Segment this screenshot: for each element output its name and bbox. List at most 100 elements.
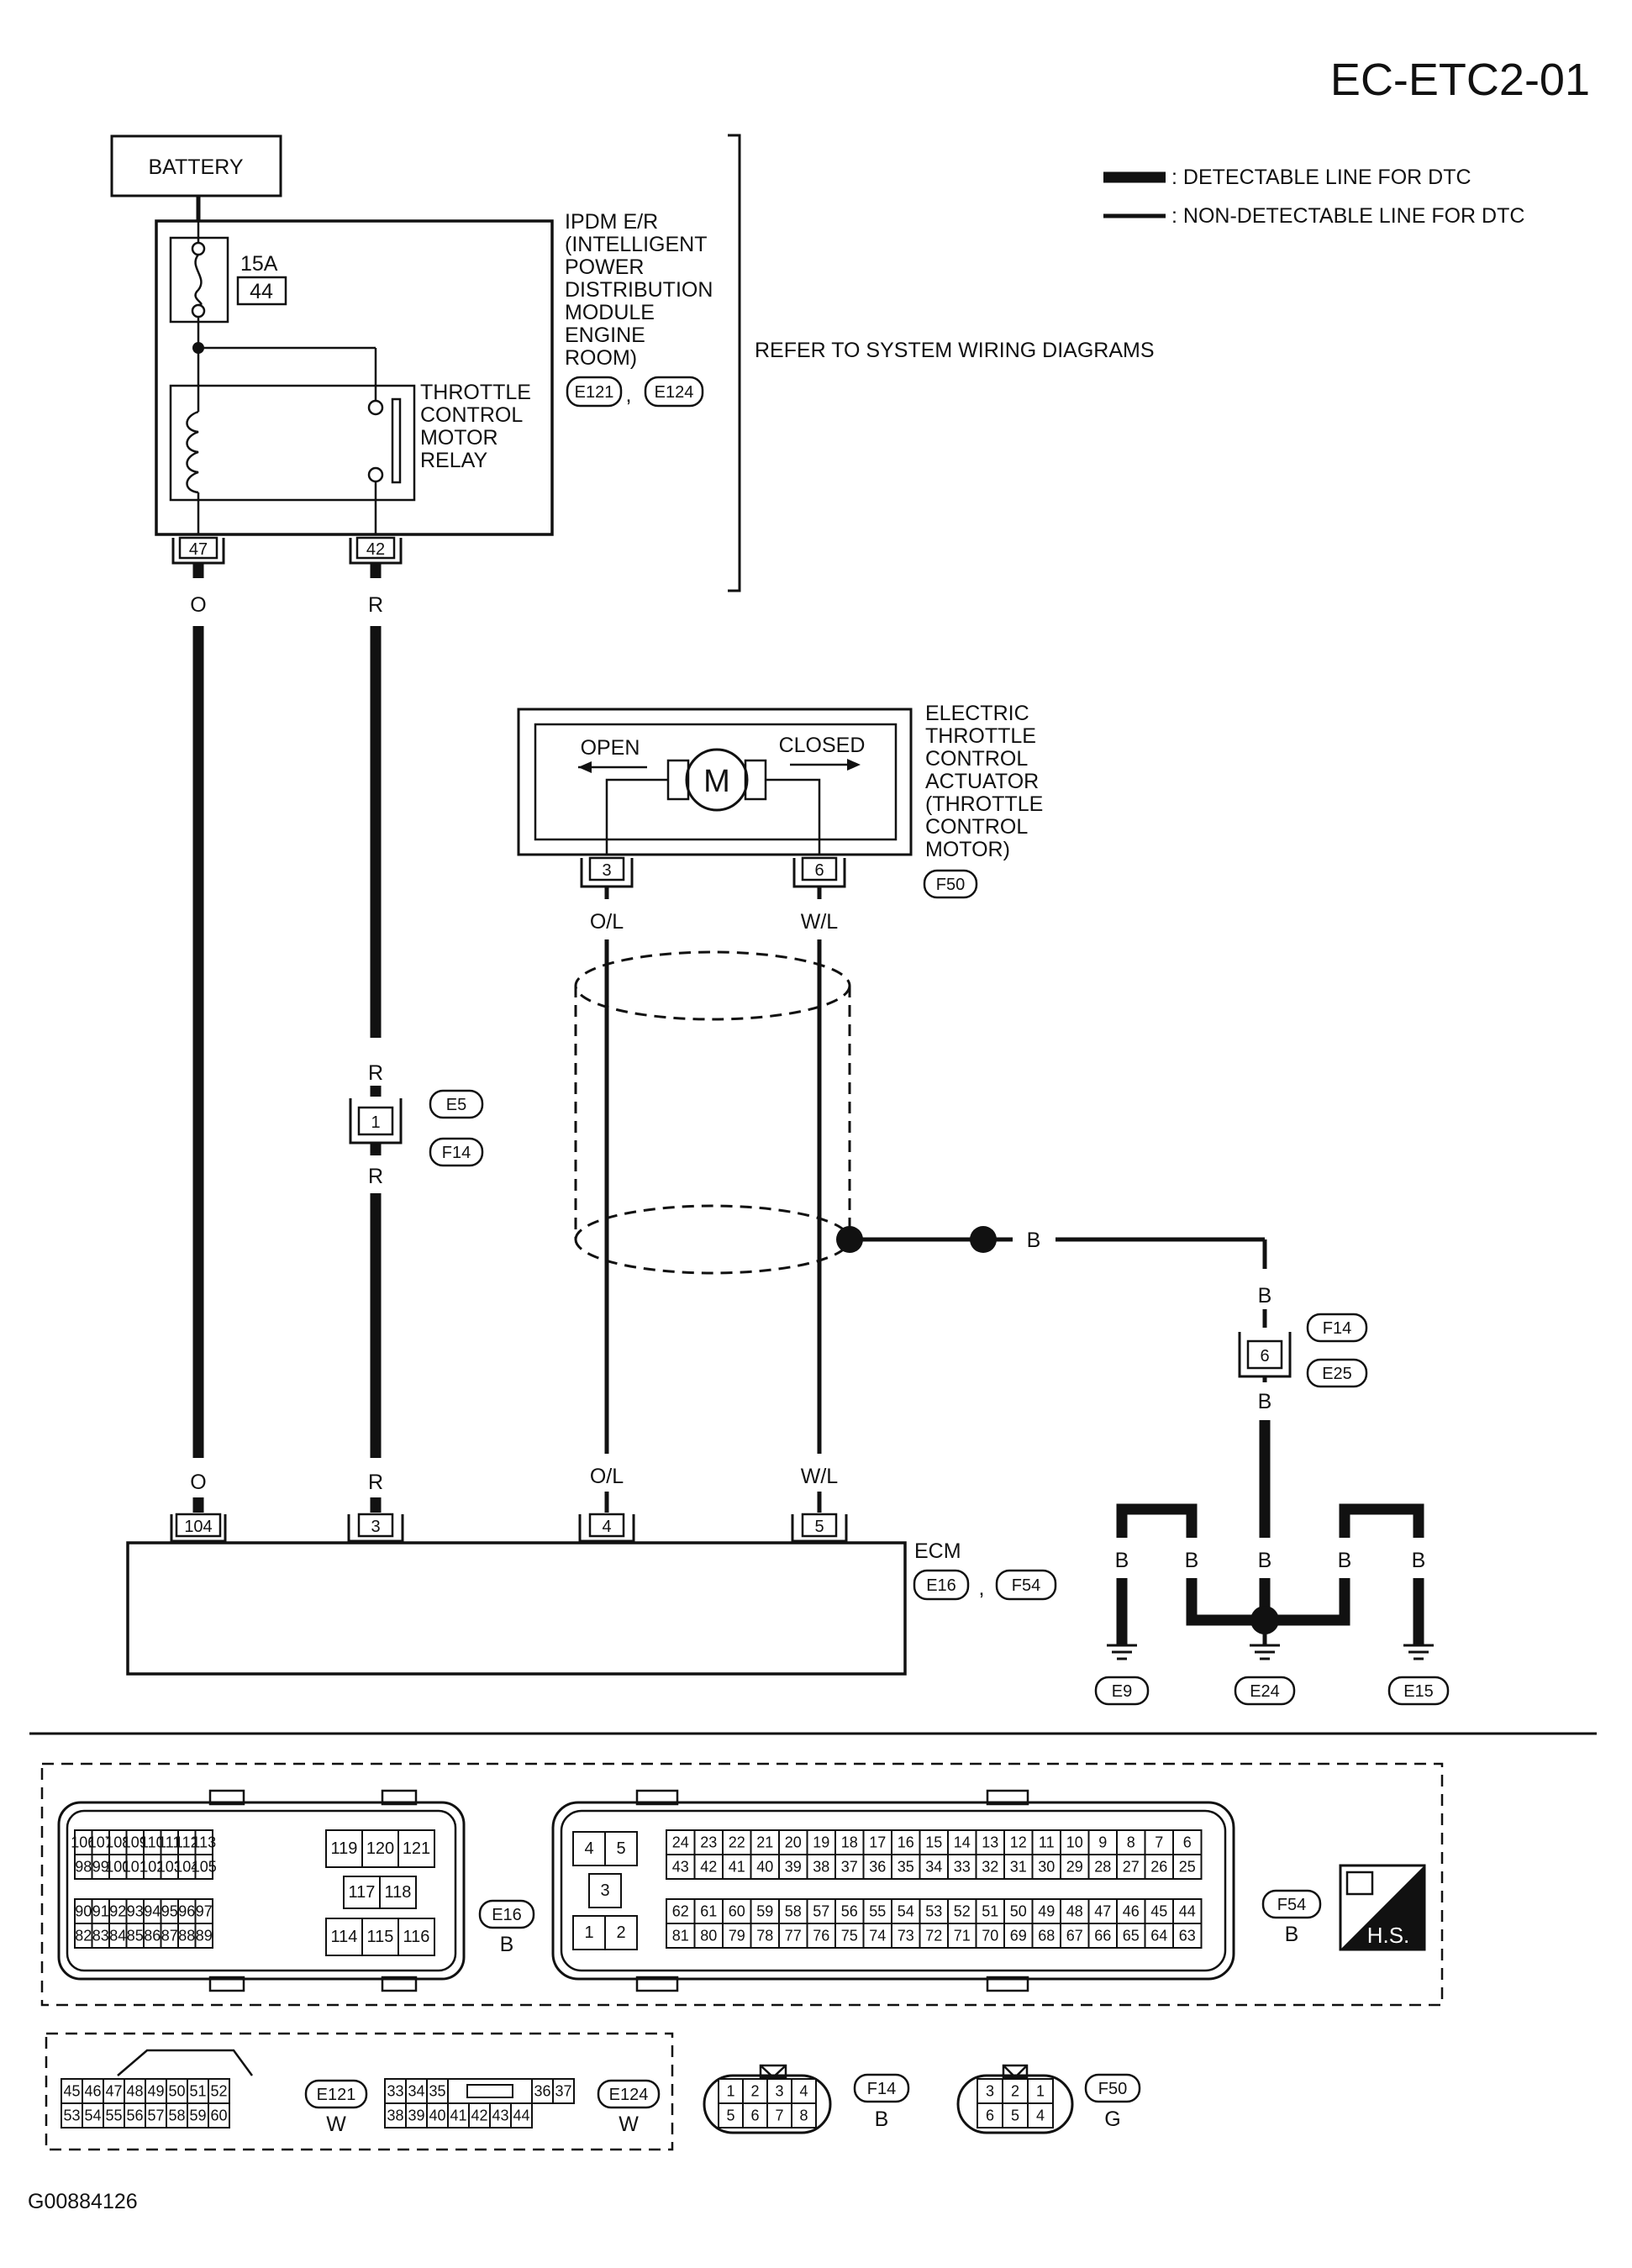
connector-cavity — [1060, 1923, 1090, 1949]
pin-112: 112 — [175, 1834, 199, 1851]
pin-23: 23 — [700, 1834, 717, 1851]
connector-cavity — [124, 2078, 146, 2104]
pin-54: 54 — [84, 2108, 101, 2124]
ground-e15: E15 — [1403, 1682, 1434, 1701]
wire-color-b-f14-bottom: B — [1258, 1390, 1272, 1413]
pin-4: 4 — [1036, 2108, 1045, 2124]
connector-cavity — [405, 2102, 428, 2129]
pin-22: 22 — [729, 1834, 745, 1851]
connector-cavity — [975, 1898, 1005, 1924]
connector-panel-top — [40, 1762, 1444, 2007]
relay-name-line: CONTROL — [420, 403, 523, 427]
wire-color-o-top: O — [190, 593, 206, 617]
pin-88: 88 — [178, 1928, 195, 1944]
connector-cavity — [947, 1854, 977, 1880]
connector-cavity — [604, 1831, 638, 1866]
pin-55: 55 — [105, 2108, 122, 2124]
pin-58: 58 — [785, 1903, 802, 1920]
connector-cavity — [379, 1876, 417, 1909]
connector-cavity — [194, 1854, 213, 1880]
pin-56: 56 — [126, 2108, 143, 2124]
pin-47: 47 — [105, 2083, 122, 2100]
connector-cavity — [397, 1829, 435, 1868]
pin-56: 56 — [841, 1903, 858, 1920]
ecm-connector-separator: , — [979, 1576, 985, 1600]
pin-3: 3 — [600, 1881, 609, 1900]
connector-f54-color: B — [1285, 1923, 1299, 1946]
pin-19: 19 — [813, 1834, 829, 1851]
ground-network: B B B B B E9 E24 E15 — [1094, 1503, 1450, 1706]
pin-39: 39 — [408, 2108, 424, 2124]
connector-cavity — [187, 2102, 209, 2129]
pin-94: 94 — [144, 1903, 161, 1920]
pin-26: 26 — [1150, 1859, 1167, 1876]
connector-cavity — [426, 2102, 449, 2129]
pin-10: 10 — [1066, 1834, 1083, 1851]
pin-7: 7 — [775, 2108, 783, 2124]
actuator-terminal-6: 6 — [792, 856, 846, 888]
pin-55: 55 — [869, 1903, 886, 1920]
pin-7: 7 — [1155, 1834, 1163, 1851]
ecm-terminal-5: 5 — [814, 1518, 824, 1536]
wire-color-r-joint-bottom: R — [368, 1165, 383, 1188]
connector-cavity — [919, 1923, 949, 1949]
connector-cavity — [1144, 1829, 1174, 1855]
connector-cavity — [604, 1915, 638, 1950]
connector-cavity — [919, 1854, 949, 1880]
shield-cylinder — [574, 950, 851, 1275]
connector-cavity — [693, 1854, 724, 1880]
ecm-connector-f54: F54 — [1012, 1576, 1040, 1595]
pin-48: 48 — [126, 2083, 143, 2100]
connector-cavity — [834, 1854, 865, 1880]
joint-connector-f14-b: F14 — [1323, 1319, 1351, 1338]
pin-97: 97 — [196, 1903, 213, 1920]
fuse-rating: 15A — [240, 252, 278, 276]
connector-cavity — [891, 1923, 921, 1949]
pin-6: 6 — [1183, 1834, 1192, 1851]
wire-color-r-joint-top: R — [368, 1061, 383, 1085]
pin-53: 53 — [925, 1903, 942, 1920]
pin-37: 37 — [841, 1859, 858, 1876]
pin-73: 73 — [898, 1928, 914, 1944]
pin-12: 12 — [1010, 1834, 1027, 1851]
pin-103: 103 — [157, 1859, 182, 1876]
pin-67: 67 — [1066, 1928, 1083, 1944]
pin-4: 4 — [584, 1839, 593, 1858]
connector-cavity — [722, 1854, 752, 1880]
pin-66: 66 — [1094, 1928, 1111, 1944]
pin-51: 51 — [982, 1903, 998, 1920]
pin-76: 76 — [813, 1928, 829, 1944]
pin-116: 116 — [403, 1928, 430, 1946]
pin-86: 86 — [144, 1928, 161, 1944]
connector-cavity — [1087, 1854, 1118, 1880]
ecm-connector-e16: E16 — [926, 1576, 956, 1595]
connector-cavity — [778, 1923, 808, 1949]
joint-connector-e5: E5 — [446, 1096, 466, 1114]
ecm-terminal-housing — [791, 1514, 848, 1543]
ground-e9: E9 — [1112, 1682, 1132, 1701]
pin-50: 50 — [1010, 1903, 1027, 1920]
connector-cavity — [1144, 1898, 1174, 1924]
pin-104: 104 — [174, 1859, 199, 1876]
joint-connector-e25: E25 — [1322, 1365, 1352, 1383]
connector-cavity — [977, 2078, 1003, 2104]
refer-bracket — [728, 134, 741, 592]
pin-5: 5 — [726, 2108, 734, 2124]
throttle-actuator: OPEN CLOSED M ELECTRICTHROTTLECONTROLACT… — [517, 702, 1043, 899]
connector-cavity — [806, 1923, 836, 1949]
connector-cavity — [447, 2102, 470, 2129]
pin-90: 90 — [75, 1903, 92, 1920]
pin-114: 114 — [331, 1928, 358, 1946]
pin-79: 79 — [729, 1928, 745, 1944]
pin-50: 50 — [168, 2083, 185, 2100]
ipdm-name: IPDM E/R(INTELLIGENTPOWERDISTRIBUTIONMOD… — [565, 210, 713, 370]
ipdm-terminal-42: 42 — [349, 536, 403, 565]
pin-11: 11 — [1039, 1834, 1055, 1851]
ipdm-name-line: DISTRIBUTION — [565, 278, 713, 302]
svg-text:B: B — [1115, 1549, 1129, 1572]
